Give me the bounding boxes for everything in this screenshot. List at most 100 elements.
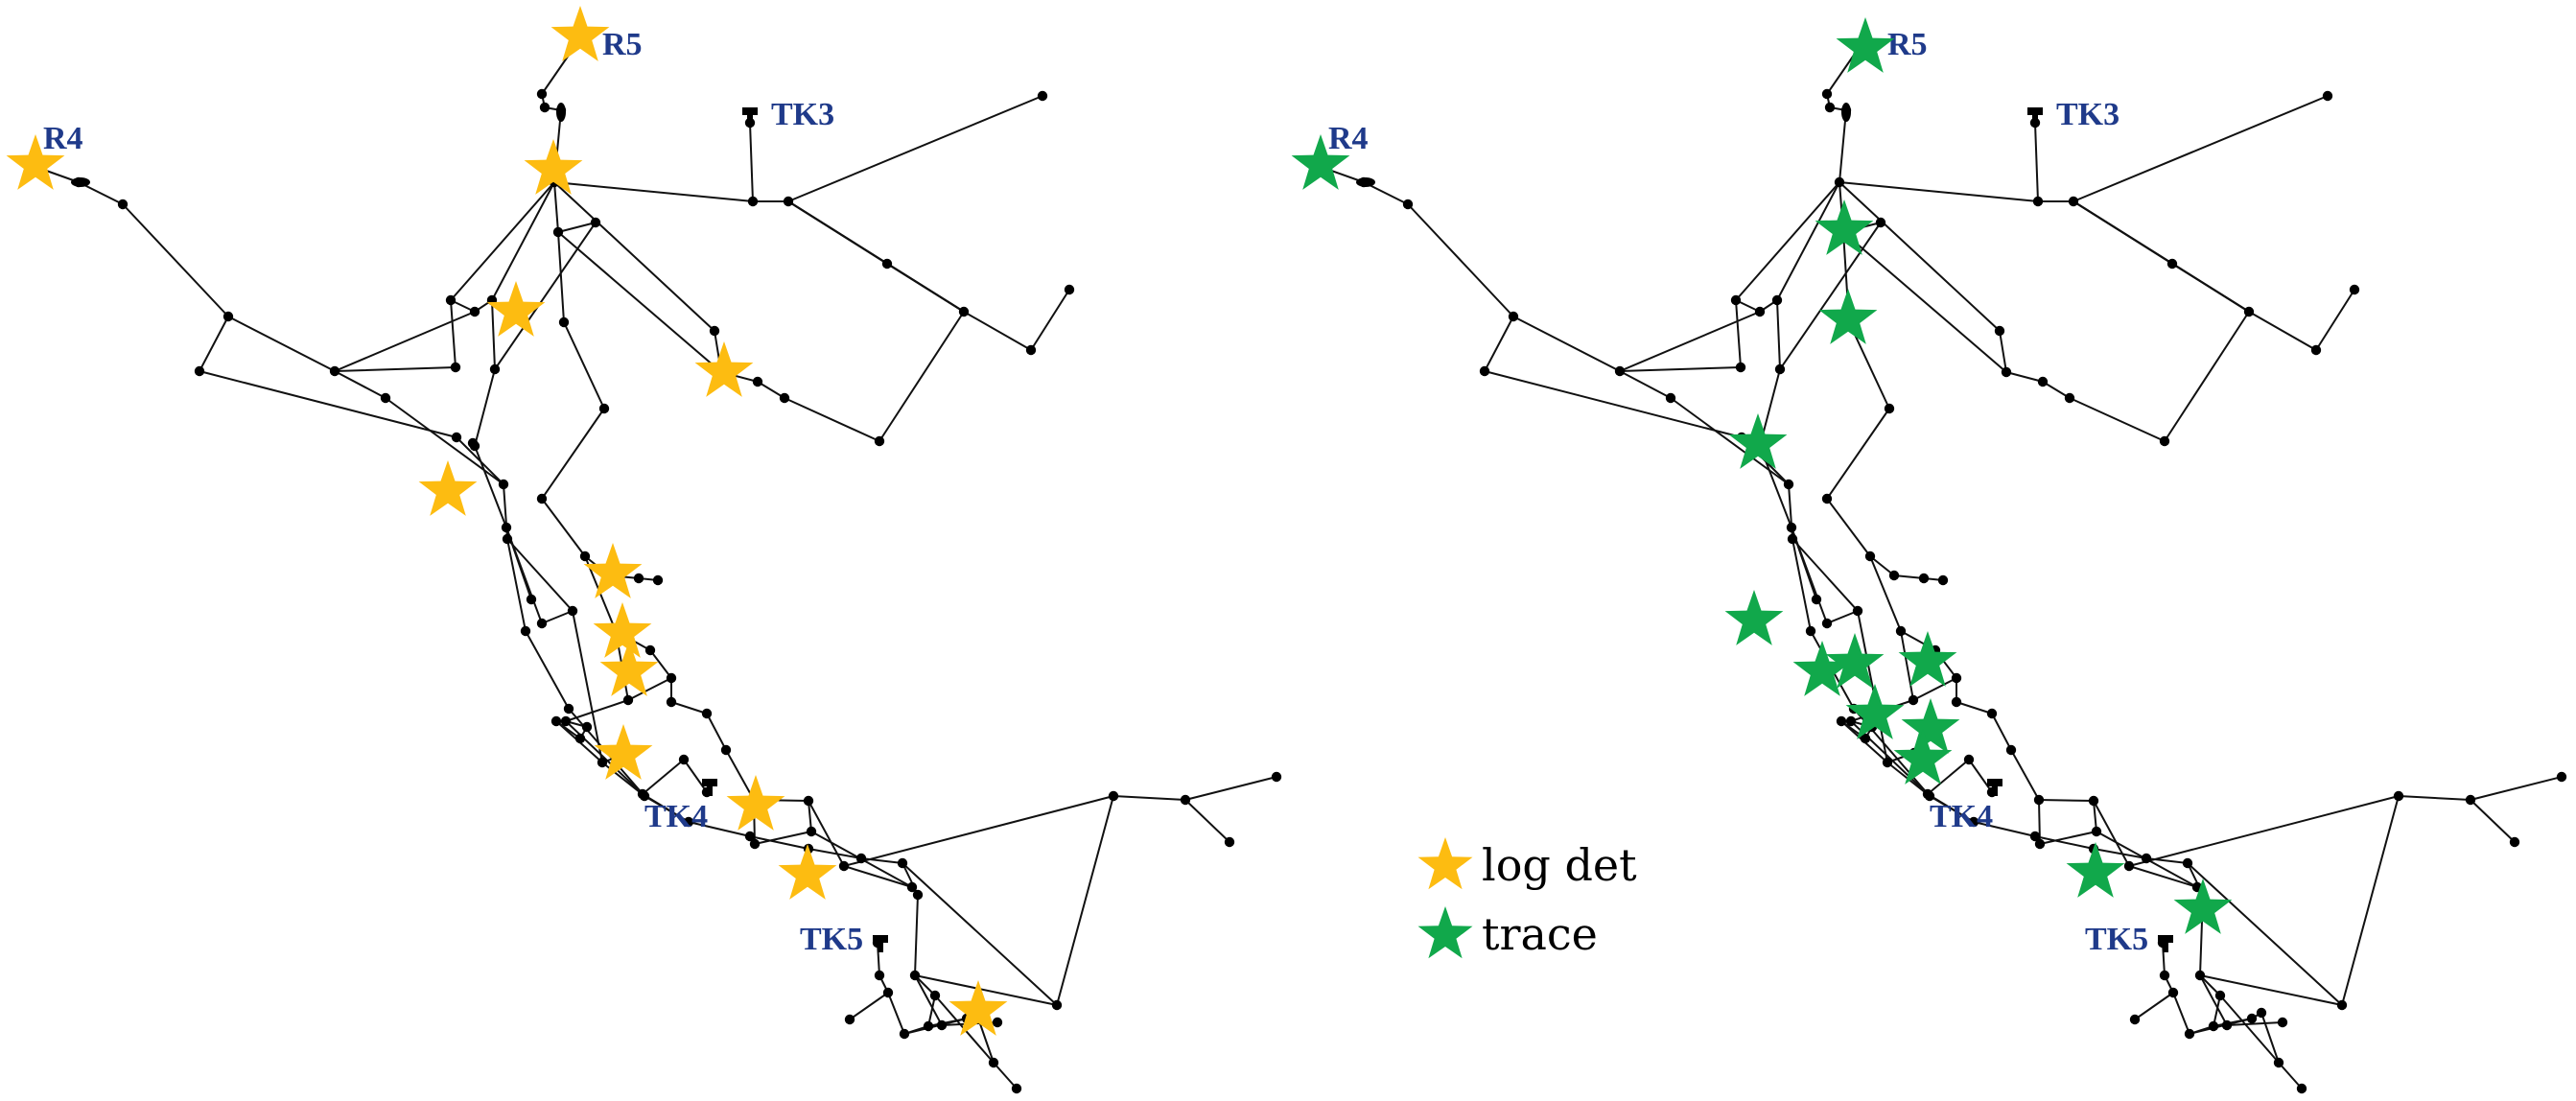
junction-node xyxy=(2037,376,2049,387)
junction-node xyxy=(2221,1019,2233,1031)
pipe-segment xyxy=(334,366,457,372)
site-label-tk4: TK4 xyxy=(644,799,708,834)
site-label-r4: R4 xyxy=(1328,121,1369,156)
pipe-segment xyxy=(2213,995,2221,1027)
pipe-segment xyxy=(2042,381,2071,399)
pipe-segment xyxy=(1927,793,1975,823)
junction-node xyxy=(855,853,867,864)
pipe-segment xyxy=(572,610,603,763)
sensor-star-icon xyxy=(583,543,643,598)
junction-node xyxy=(1864,550,1876,562)
junction-node xyxy=(2393,790,2404,802)
pipe-segment xyxy=(649,649,672,679)
pipe-segment xyxy=(541,610,574,624)
sensor-star-icon xyxy=(550,6,610,61)
sensor-star-icon xyxy=(1728,413,1788,469)
sensor-star-icon xyxy=(1825,633,1885,689)
sensor-star-icon xyxy=(594,724,653,780)
junction-node xyxy=(2034,838,2046,850)
junction-node xyxy=(2243,306,2255,317)
pipe-segment xyxy=(808,800,812,832)
pipe-segment xyxy=(2093,800,2097,832)
pipe-segment xyxy=(914,894,919,976)
pipe-segment xyxy=(1838,181,2039,202)
pipe-segment xyxy=(450,299,457,368)
pipe-segment xyxy=(754,831,812,845)
pipe-segment xyxy=(1826,408,1890,500)
pipe-segment xyxy=(927,995,936,1027)
junction-node xyxy=(1963,754,1975,765)
junction-node xyxy=(539,102,550,113)
junction-node xyxy=(558,316,570,328)
pipe-segment xyxy=(334,370,386,399)
pipe-segment xyxy=(2038,799,2095,802)
pipe-segment xyxy=(725,749,755,801)
pipe-segment xyxy=(1869,555,1895,576)
reservoir-node-icon xyxy=(556,103,566,122)
pipe-segment xyxy=(2189,1018,2253,1035)
junction-node xyxy=(783,196,794,207)
pipe-segment xyxy=(2278,1062,2303,1089)
junction-node xyxy=(912,889,924,901)
junction-node xyxy=(874,435,885,447)
junction-node xyxy=(666,696,677,708)
junction-node xyxy=(666,672,677,684)
pipe-segment xyxy=(787,95,1043,202)
sensor-star-icon xyxy=(1792,641,1852,696)
junction-node xyxy=(2166,258,2178,269)
pipe-segment xyxy=(1869,555,1902,632)
junction-node xyxy=(1834,176,1845,188)
junction-node xyxy=(2310,344,2322,356)
junction-node xyxy=(590,217,601,228)
junction-node xyxy=(1774,363,1786,375)
junction-node xyxy=(1852,605,1863,617)
pipe-segment xyxy=(787,200,888,265)
pipe-segment xyxy=(2219,995,2280,1064)
tank-icon xyxy=(2158,935,2173,952)
junction-node xyxy=(598,403,610,414)
pipe-segment xyxy=(1112,795,1186,801)
pipe-segment xyxy=(1927,759,1970,795)
pipe-segment xyxy=(122,203,229,317)
pipe-segment xyxy=(506,538,527,632)
junction-node xyxy=(194,365,205,377)
sensor-star-icon xyxy=(6,134,65,190)
junction-node xyxy=(574,733,586,744)
site-label-r4: R4 xyxy=(43,121,83,156)
pipe-segment xyxy=(2134,992,2174,1020)
reservoir-node-icon xyxy=(71,177,90,187)
sensor-star-icon xyxy=(1815,199,1874,255)
junction-node xyxy=(622,694,634,706)
pipe-segment xyxy=(491,299,496,370)
pipe-segment xyxy=(642,793,690,823)
junction-node xyxy=(644,644,656,656)
pipe-segment xyxy=(1838,109,1847,183)
legend-item-trace: trace xyxy=(1417,906,1598,960)
junction-node xyxy=(536,493,548,504)
pipe-segment xyxy=(2073,95,2329,202)
junction-node xyxy=(992,1017,1003,1028)
junction-node xyxy=(2141,853,2152,864)
pipe-segment xyxy=(757,381,785,399)
junction-node xyxy=(936,1019,948,1031)
junction-node xyxy=(752,376,763,387)
junction-node xyxy=(1821,88,1833,100)
junction-node xyxy=(1937,574,1949,586)
junction-node xyxy=(469,440,480,452)
junction-node xyxy=(526,594,537,605)
junction-node xyxy=(874,970,885,981)
junction-node xyxy=(779,392,790,404)
junction-node xyxy=(2129,1014,2141,1025)
pipe-segment xyxy=(565,720,644,795)
junction-node xyxy=(923,1020,934,1032)
junction-node xyxy=(882,987,894,998)
junction-node xyxy=(958,306,970,317)
pipe-segment xyxy=(1826,498,1871,557)
junction-node xyxy=(2246,1013,2258,1024)
sensor-star-icon xyxy=(1724,590,1784,645)
pipe-segment xyxy=(2069,397,2166,442)
junction-node xyxy=(2159,435,2170,447)
junction-node xyxy=(2167,987,2179,998)
